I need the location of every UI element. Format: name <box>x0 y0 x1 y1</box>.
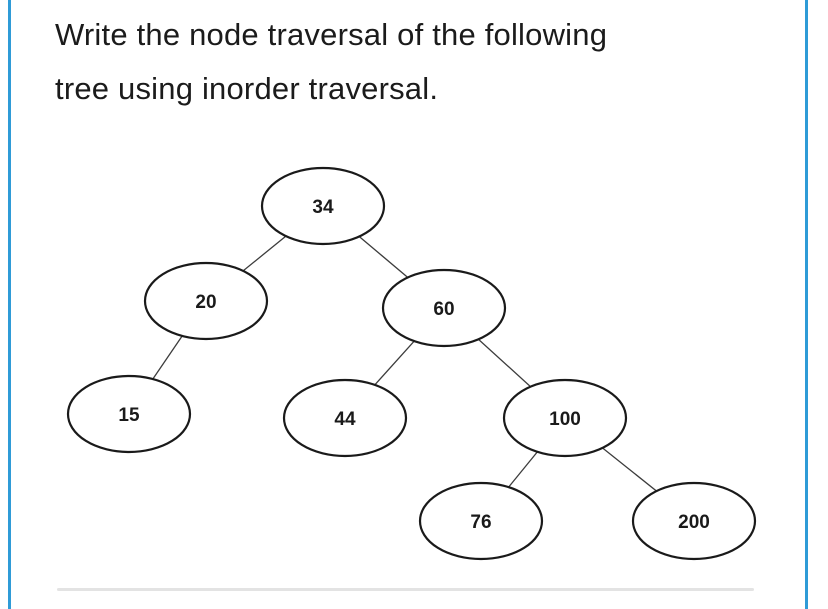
tree-node-label: 44 <box>334 409 356 430</box>
tree-node-ellipse <box>381 268 507 348</box>
card-left-accent-border <box>8 0 11 609</box>
tree-node-label: 34 <box>312 197 334 218</box>
tree-node-label: 60 <box>433 299 454 320</box>
tree-node-ellipse <box>260 166 386 246</box>
tree-node-ellipse <box>282 378 408 458</box>
question-line-1: Write the node traversal of the followin… <box>55 17 608 52</box>
tree-node-60: 60 <box>381 268 507 348</box>
tree-node-44: 44 <box>282 378 408 458</box>
tree-node-label: 15 <box>118 405 140 426</box>
tree-node-100: 100 <box>502 378 628 458</box>
tree-node-label: 76 <box>470 512 491 533</box>
tree-node-label: 100 <box>549 409 581 430</box>
tree-node-ellipse <box>143 261 269 341</box>
tree-node-76: 76 <box>418 481 544 561</box>
tree-node-ellipse <box>631 481 757 561</box>
tree-node-ellipse <box>502 378 628 458</box>
tree-node-20: 20 <box>143 261 269 341</box>
tree-node-label: 20 <box>195 292 216 313</box>
tree-node-15: 15 <box>66 374 192 454</box>
question-line-2: tree using inorder traversal. <box>55 71 439 106</box>
tree-node-ellipse <box>66 374 192 454</box>
question-text: Write the node traversal of the followin… <box>55 8 755 116</box>
card-right-accent-border <box>805 0 808 609</box>
tree-node-34: 34 <box>260 166 386 246</box>
tree-node-200: 200 <box>631 481 757 561</box>
tree-node-ellipse <box>418 481 544 561</box>
bottom-divider <box>57 588 754 591</box>
tree-node-label: 200 <box>678 512 710 533</box>
